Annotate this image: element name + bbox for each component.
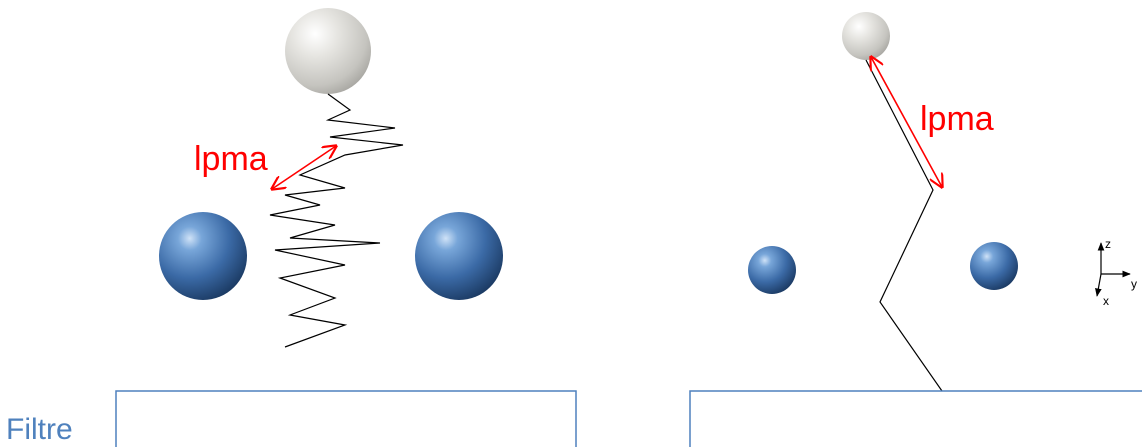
filter-label: Filtre — [6, 413, 73, 447]
left-zigzag-chain — [270, 94, 403, 347]
right-panel: lpma z y x — [748, 12, 1137, 391]
right-grey-ball — [842, 12, 890, 60]
right-blue-ball-1 — [748, 246, 796, 294]
left-blue-ball-2 — [415, 212, 503, 300]
left-filter-box — [116, 391, 576, 447]
axis-triad: z y x — [1097, 237, 1137, 308]
right-filter-box — [690, 391, 1142, 447]
axis-z-label: z — [1105, 237, 1111, 251]
right-lpma-label: lpma — [920, 100, 994, 138]
left-panel: lpma — [159, 8, 503, 347]
axis-x-label: x — [1103, 294, 1109, 308]
left-lpma-label: lpma — [194, 140, 268, 178]
axis-y-label: y — [1131, 277, 1137, 291]
axis-x-arrow — [1097, 274, 1101, 296]
right-blue-ball-2 — [970, 242, 1018, 290]
left-grey-ball — [285, 8, 371, 94]
left-blue-ball-1 — [159, 212, 247, 300]
